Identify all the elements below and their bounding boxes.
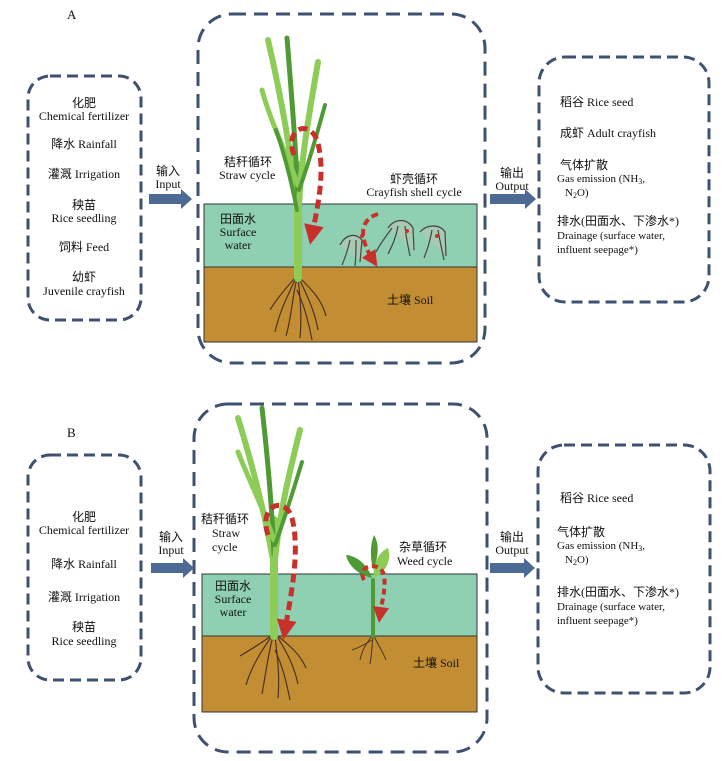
input-a-0-zh: 化肥 [71,96,97,110]
input-a-4: 饲料 Feed [58,240,110,254]
crayfish-3 [419,225,447,261]
input-b-2: 灌溉 Irrigation [47,590,121,604]
output-a-rice: 稻谷 Rice seed [560,95,634,109]
soil-layer-a [203,266,478,343]
output-arrow-a [490,189,536,209]
soil-layer-b [201,635,478,713]
output-b-drain-en2: influent seepage*) [557,615,638,627]
output-a-gas-n2o: N2O) [565,187,589,200]
output-a-crayfish: 成虾 Adult crayfish [560,126,656,140]
panel-letter-a: A [67,7,77,22]
shell-cycle-a-zh: 虾壳循环 [389,172,439,186]
output-b-rice: 稻谷 Rice seed [560,491,634,505]
surface-water-a-en1: Surface [219,225,257,239]
output-arrow-b-en: Output [495,543,529,557]
output-arrow-a-en: Output [495,179,529,193]
weed-roots-b [351,635,387,665]
straw-cycle-arrow-a [289,126,324,245]
input-b-3-zh: 秧苗 [71,620,97,634]
straw-cycle-b-zh: 秸秆循环 [201,512,250,526]
panel-a [26,12,711,365]
output-a-gas-zh: 气体扩散 [560,158,609,172]
soil-b: 土壤 Soil [413,656,460,670]
surface-water-b-en1: Surface [214,592,252,606]
input-box-a [26,74,143,322]
surface-water-b-en2: water [219,605,247,619]
output-box-a [537,55,711,304]
output-b-gas-n2o: N2O) [565,554,589,567]
surface-water-a-zh: 田面水 [219,212,257,226]
straw-cycle-b-en2: cycle [212,540,238,554]
input-arrow-a-en: Input [155,177,181,191]
weed-plant-b [346,535,390,665]
straw-cycle-a-en: Straw cycle [219,168,276,182]
rice-plant-a [259,35,327,341]
input-arrow-b-zh: 输入 [158,530,184,544]
input-arrow-b-en: Input [158,543,184,557]
crayfish-1 [339,234,364,267]
surface-water-layer-b [201,573,478,637]
output-a-drain-en2: influent seepage*) [557,244,638,256]
output-box-b [536,443,712,695]
straw-cycle-arrow-b [263,502,298,640]
input-arrow-b [151,558,194,578]
input-b-0-zh: 化肥 [71,510,97,524]
straw-cycle-b-en1: Straw [212,526,240,540]
rice-leaves-b [235,405,304,640]
output-arrow-b-zh: 输出 [499,530,525,544]
crayfish-2 [375,219,415,257]
output-arrow-b [490,558,535,578]
output-b-gas-zh: 气体扩散 [557,525,606,539]
soil-a: 土壤 Soil [387,293,434,307]
surface-water-a-en2: water [224,238,252,252]
output-arrow-a-zh: 输出 [499,166,525,180]
output-a-drain-en1: Drainage (surface water, [557,230,665,242]
weed-cycle-b-en: Weed cycle [397,554,453,568]
panel-b [26,402,712,754]
surface-water-b-zh: 田面水 [214,579,252,593]
output-b-gas-en: Gas emission (NH3, [557,540,646,553]
weed-cycle-b-zh: 杂草循环 [399,540,448,554]
input-a-3-zh: 秧苗 [71,198,97,212]
field-box-b [192,402,489,754]
input-b-1: 降水 Rainfall [51,557,117,571]
output-a-gas-en: Gas emission (NH3, [557,173,646,186]
output-b-drain-zh: 排水(田面水、下渗水*) [557,585,679,599]
input-arrow-a-zh: 输入 [155,164,181,178]
field-box-a [196,12,487,365]
output-a-drain-zh: 排水(田面水、下渗水*) [557,214,679,228]
output-b-drain-en1: Drainage (surface water, [557,601,665,613]
input-b-3-en: Rice seedling [51,634,117,648]
rice-roots-a [269,277,327,341]
crayfish-group-a [339,219,447,267]
shell-cycle-a-en: Crayfish shell cycle [366,185,462,199]
input-a-5-en: Juvenile crayfish [43,284,125,298]
weed-cycle-arrow-b [360,564,389,623]
input-b-0-en: Chemical fertilizer [38,523,130,537]
input-a-5-zh: 幼虾 [71,270,97,284]
straw-cycle-a-zh: 秸秆循环 [224,155,273,169]
input-box-b [26,453,143,682]
input-a-3-en: Rice seedling [51,211,117,225]
input-a-2: 灌溉 Irrigation [47,167,121,181]
input-arrow-a [149,189,192,209]
rice-plant-b [235,405,307,701]
panel-letter-b: B [67,425,76,440]
input-a-0-en: Chemical fertilizer [38,109,130,123]
input-a-1: 降水 Rainfall [51,137,117,151]
shell-cycle-arrow-a [361,212,379,267]
